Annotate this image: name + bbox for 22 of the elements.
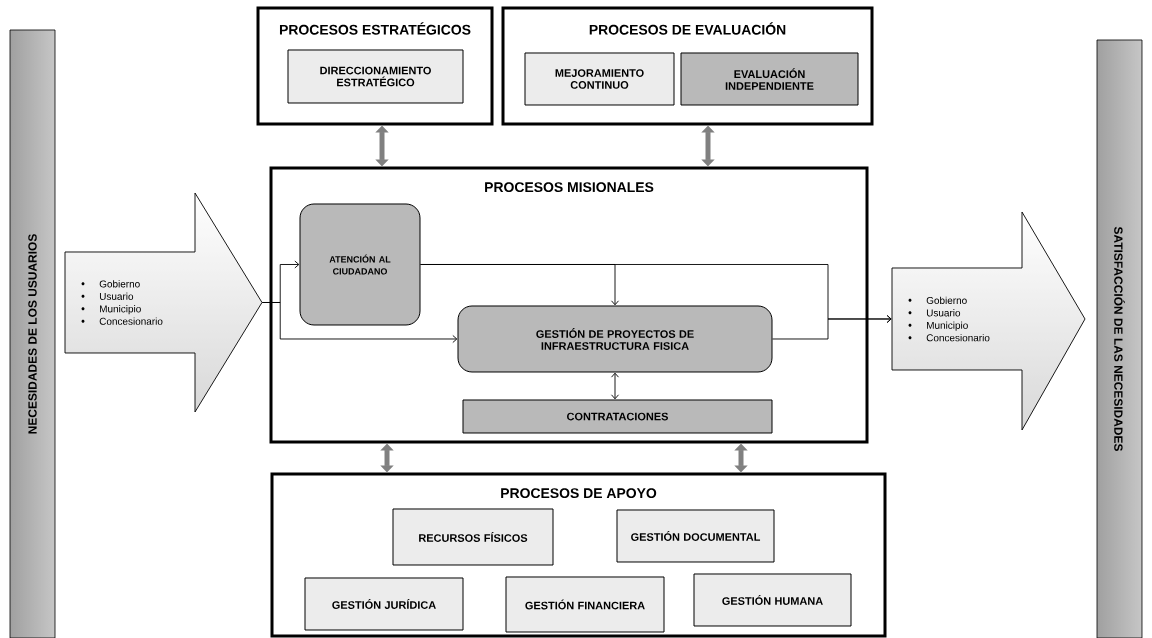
double-arrow <box>701 125 715 167</box>
process-box: CONTRATACIONES <box>462 399 773 434</box>
double-arrow <box>611 372 619 400</box>
process-box: DIRECCIONAMIENTO ESTRATÉGICO <box>287 49 464 104</box>
process-box: EVALUACIÓN INDEPENDIENTE <box>680 52 859 106</box>
arrow <box>772 315 892 340</box>
process-box: GESTIÓN DOCUMENTAL <box>616 509 775 563</box>
double-arrow <box>375 125 389 167</box>
callout-box: Gobierno Usuario Municipio Concesionario <box>891 211 1086 431</box>
process-box: MEJORAMIENTO CONTINUO <box>524 52 675 106</box>
arrow <box>261 302 458 343</box>
rounded-process-box: ATENCIÓN AL CIUDADANO <box>299 203 421 326</box>
process-box: GESTIÓN JURÍDICA <box>304 577 464 631</box>
rounded-process-box: GESTIÓN DE PROYECTOS DE INFRAESTRUCTURA FISICA <box>457 305 773 373</box>
process-box: RECURSOS FÍSICOS <box>392 508 554 566</box>
side-bar: SATISFACCIÓN DE LAS NECESIDADES <box>1096 39 1143 638</box>
side-bar: NECESIDADES DE LOS USUARIOS <box>9 29 56 638</box>
double-arrow <box>734 443 748 473</box>
process-box: GESTIÓN FINANCIERA <box>505 576 665 633</box>
double-arrow <box>380 443 394 473</box>
process-box: GESTIÓN HUMANA <box>693 573 852 627</box>
callout-box: Gobierno Usuario Municipio Concesionario <box>64 192 263 413</box>
